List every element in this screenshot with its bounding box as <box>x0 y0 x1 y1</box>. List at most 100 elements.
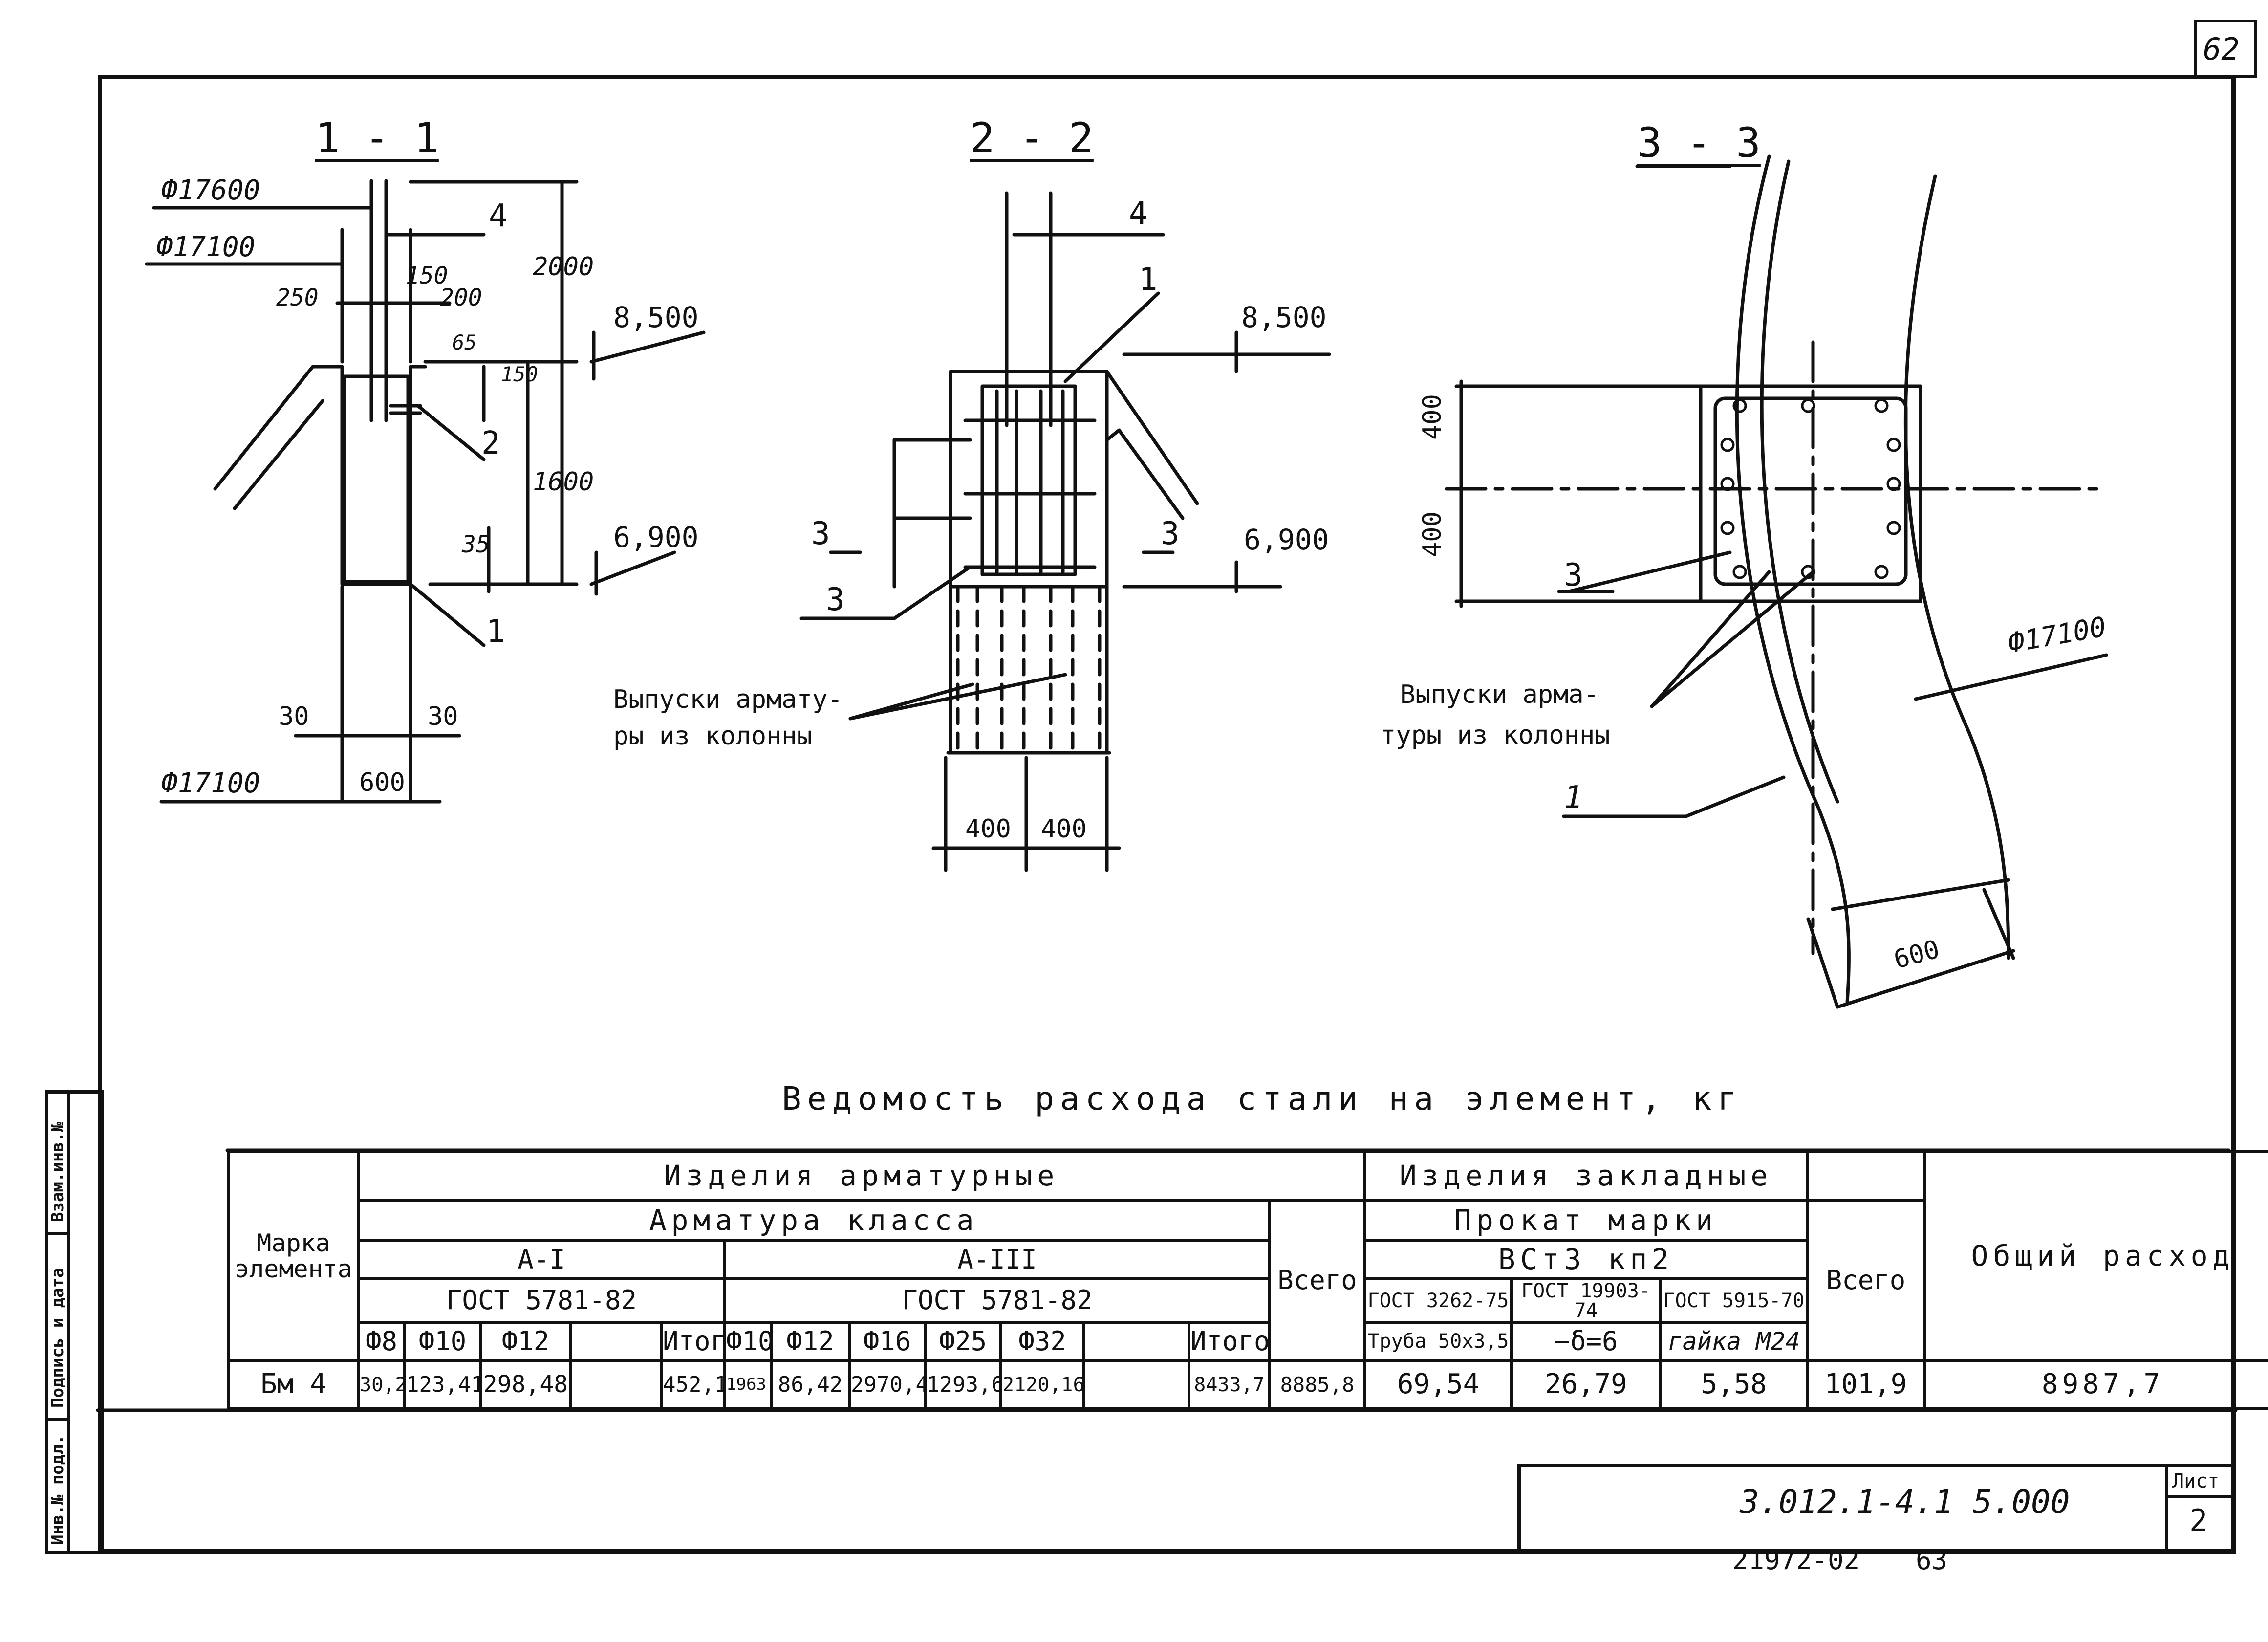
sheet-label: Лист <box>2172 1470 2220 1492</box>
cell-a3-0: 1963,08 <box>723 1359 773 1410</box>
cell-a3-5 <box>1082 1359 1190 1410</box>
label-pos-1c: 1 <box>1564 780 1583 816</box>
h-c1-4: Итого <box>660 1321 726 1362</box>
label-elev-8500a: 8,500 <box>613 301 699 334</box>
h-c3-0: Ф10 <box>723 1321 773 1362</box>
h-group-rebar: Изделия арматурные <box>356 1150 1367 1202</box>
h-mark: Марка элемента <box>227 1150 360 1362</box>
cell-emb-1: 26,79 <box>1510 1359 1663 1410</box>
label-dim-30b: 30 <box>428 702 458 731</box>
section-1-1-geometry <box>145 179 706 804</box>
cell-total-rebar: 8885,8 <box>1268 1359 1367 1410</box>
table-row: Бм 4 30,24 123,41 298,48 452,13 1963,08 … <box>227 1359 2268 1410</box>
doc-code: 3.012.1-4.1 5.000 <box>1740 1483 2070 1521</box>
h-class-1: А-I <box>357 1239 726 1280</box>
cell-a1-2: 298,48 <box>479 1359 572 1410</box>
h-c3-1: Ф12 <box>770 1321 851 1362</box>
label-dim-1600: 1600 <box>533 467 594 497</box>
order-page: 63 <box>1916 1545 1948 1576</box>
cell-overall: 8987,7 <box>1923 1359 2268 1410</box>
h-c1-0: Ф8 <box>357 1321 406 1362</box>
sheet-number: 2 <box>2189 1503 2208 1538</box>
h-c1-2: Ф12 <box>479 1321 572 1362</box>
section-2-2-geometry <box>799 191 1331 872</box>
cell-a1-0: 30,24 <box>357 1359 406 1410</box>
cell-emb-0: 69,54 <box>1363 1359 1513 1410</box>
spec-caption: Ведомость расхода стали на элемент, кг <box>782 1080 1743 1117</box>
side-stamp-line-2 <box>45 1418 69 1421</box>
header-row-2: Арматура класса Всего Прокат марки Всего <box>229 1198 2268 1362</box>
note-outlets-1-line2: ры из колонны <box>613 722 812 751</box>
h-gost-c: ГОСТ 5915-70 <box>1659 1277 1809 1324</box>
order-number: 21972-02 <box>1732 1545 1860 1576</box>
cell-a3-3: 1293,6 <box>924 1359 1002 1410</box>
page-number: 62 <box>2203 31 2240 67</box>
label-dim-400a: 400 <box>965 814 1011 844</box>
label-dim-30a: 30 <box>279 702 309 731</box>
label-pos-4a: 4 <box>489 198 508 234</box>
label-dim-35: 35 <box>462 531 490 558</box>
label-pos-1a: 1 <box>486 613 505 650</box>
label-dim-600a: 600 <box>359 768 405 797</box>
label-pos-3c: 3 <box>826 582 845 618</box>
label-dim-250: 250 <box>276 284 319 311</box>
label-d17600: Ф17600 <box>161 175 260 206</box>
section-title-1-1: 1 - 1 <box>315 114 439 162</box>
label-dim-400b: 400 <box>1041 814 1087 844</box>
label-d17100-a: Ф17100 <box>156 231 256 263</box>
label-dim-400c: 400 <box>1418 394 1447 440</box>
header-row-4: ГОСТ 5781-82 ГОСТ 5781-82 ГОСТ 3262-75 Г… <box>229 1277 2268 1324</box>
label-dim-2000: 2000 <box>533 252 594 282</box>
label-elev-6900b: 6,900 <box>1244 523 1329 556</box>
label-pos-3b: 3 <box>1161 516 1180 552</box>
label-d17100-b: Ф17100 <box>161 767 260 799</box>
note-outlets-1-line1: Выпуски арматy- <box>613 685 843 714</box>
label-dim-65: 65 <box>452 330 477 354</box>
note-outlets-2-line2: туры из колонны <box>1381 721 1610 750</box>
h-emb-1: −δ=6 <box>1510 1321 1663 1362</box>
h-steel-grade: ВСт3 кп2 <box>1363 1239 1809 1280</box>
note-outlets-2-line1: Выпуски арма- <box>1400 680 1599 709</box>
steel-spec-table: Марка элемента Изделия арматурные Издели… <box>227 1150 2268 1410</box>
section-title-2-2: 2 - 2 <box>970 114 1094 162</box>
cell-a1-4: 452,13 <box>660 1359 726 1410</box>
label-pos-3d: 3 <box>1564 557 1583 593</box>
h-total-rebar: Всего <box>1268 1198 1367 1362</box>
h-rolled: Прокат марки <box>1363 1198 1809 1242</box>
cell-a3-4: 2120,16 <box>999 1359 1085 1410</box>
label-elev-8500b: 8,500 <box>1241 301 1327 334</box>
h-group-embedded: Изделия закладные <box>1363 1150 1809 1202</box>
h-class-3: А-III <box>723 1239 1271 1280</box>
h-c1-3 <box>569 1321 663 1362</box>
label-pos-3a: 3 <box>811 516 830 552</box>
side-stamp-divider <box>67 1090 70 1554</box>
header-row-1: Марка элемента Изделия арматурные Издели… <box>227 1150 2268 1362</box>
label-elev-6900a: 6,900 <box>613 521 699 554</box>
label-pos-1b: 1 <box>1139 262 1158 298</box>
cell-a3-6: 8433,7 <box>1188 1359 1271 1410</box>
h-emb-2: гайка М24 <box>1659 1321 1809 1362</box>
side-stamp <box>45 1090 104 1554</box>
h-c3-2: Ф16 <box>848 1321 927 1362</box>
h-rebar-class: Арматура класса <box>357 1198 1271 1242</box>
label-pos-2: 2 <box>481 425 500 461</box>
section-title-3-3: 3 - 3 <box>1637 119 1761 167</box>
h-c3-5 <box>1082 1321 1190 1362</box>
h-c3-3: Ф25 <box>924 1321 1002 1362</box>
title-block <box>1517 1464 2236 1554</box>
cell-emb-2: 5,58 <box>1659 1359 1809 1410</box>
cell-a1-3 <box>569 1359 663 1410</box>
h-c1-1: Ф10 <box>403 1321 482 1362</box>
label-pos-4b: 4 <box>1129 196 1148 232</box>
title-block-sheet-divider <box>2165 1495 2236 1498</box>
cell-total-embedded: 101,9 <box>1806 1359 1926 1410</box>
drawing-frame <box>98 75 2236 1554</box>
h-blank-total <box>1806 1150 1926 1200</box>
h-overall: Общий расход <box>1923 1150 2268 1362</box>
cell-a3-1: 86,42 <box>770 1359 851 1410</box>
cell-a1-1: 123,41 <box>403 1359 482 1410</box>
section-3-3-geometry <box>1445 154 2108 1009</box>
side-stamp-line-1 <box>45 1232 69 1235</box>
